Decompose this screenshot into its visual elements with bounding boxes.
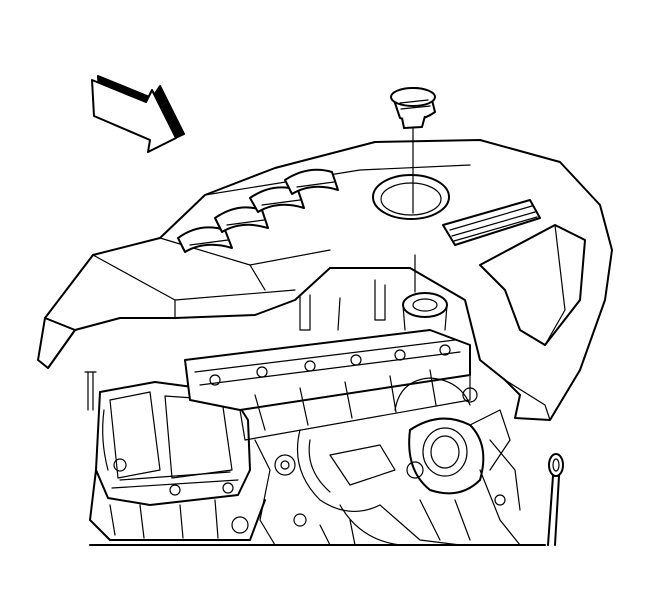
oil-level-indicator xyxy=(547,453,564,546)
intake-manifold xyxy=(89,381,266,541)
cover-vents xyxy=(177,168,339,253)
throttle-body xyxy=(394,377,511,495)
valve-cover xyxy=(184,279,471,441)
cover-mount-stud xyxy=(84,371,97,411)
lower-engine-details xyxy=(89,429,546,546)
cover-emblem-plate xyxy=(442,199,541,246)
engine-cover xyxy=(37,139,613,421)
oil-fill-opening xyxy=(372,174,450,220)
front-direction-arrow-icon xyxy=(91,75,185,153)
oil-filler-cap xyxy=(390,87,436,129)
engine-assembly xyxy=(84,279,564,546)
